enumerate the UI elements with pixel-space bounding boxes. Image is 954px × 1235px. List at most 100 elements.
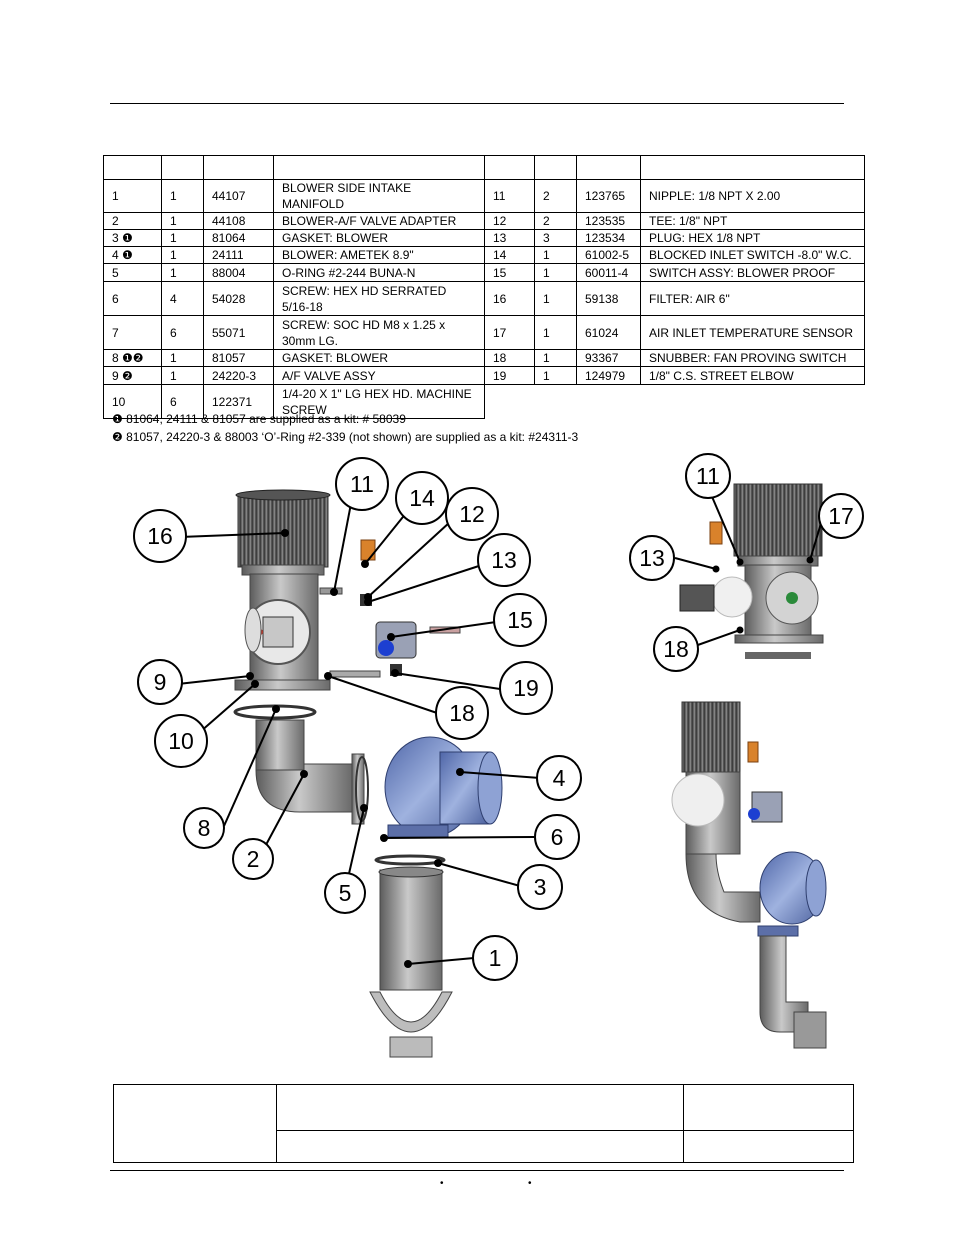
- table-cell: 1: [161, 229, 204, 247]
- svg-text:11: 11: [696, 463, 720, 489]
- svg-text:9: 9: [154, 669, 167, 695]
- table-cell: 6: [103, 281, 162, 316]
- table-cell: 1: [161, 246, 204, 264]
- table-cell: A/F VALVE ASSY: [273, 366, 485, 385]
- svg-text:19: 19: [513, 675, 539, 701]
- table-cell: 1: [534, 315, 577, 350]
- table-cell: BLOWER-A/F VALVE ADAPTER: [273, 212, 485, 230]
- switch-14-part: [360, 539, 376, 561]
- table-cell: 14: [484, 246, 535, 264]
- table-cell: 3 ❶: [103, 229, 162, 247]
- title-block-cell: [113, 1084, 277, 1163]
- table-cell: GASKET: BLOWER: [273, 229, 485, 247]
- table-cell: 1: [161, 179, 204, 213]
- table-cell: BLOWER SIDE INTAKE MANIFOLD: [273, 179, 485, 213]
- table-cell: 123765: [576, 179, 641, 213]
- callout-small-11: 11: [685, 453, 731, 499]
- table-cell: 1/8" C.S. STREET ELBOW: [640, 366, 865, 385]
- assembly-view-top: [674, 483, 824, 659]
- footer-rule: [110, 1170, 844, 1171]
- assembly-view-bottom: [671, 701, 827, 1049]
- svg-text:18: 18: [449, 700, 475, 726]
- table-cell: 9 ❷: [103, 366, 162, 385]
- svg-text:15: 15: [507, 607, 533, 633]
- table-cell: 1: [161, 366, 204, 385]
- svg-text:6: 6: [551, 824, 564, 850]
- callout-13: 13: [477, 533, 531, 587]
- table-cell: 4 ❶: [103, 246, 162, 264]
- header-cell: [161, 155, 204, 180]
- header-cell: [534, 155, 577, 180]
- table-cell: 1: [534, 246, 577, 264]
- table-cell: 55071: [203, 315, 274, 350]
- callout-16: 16: [133, 509, 187, 563]
- table-cell: SCREW: HEX HD SERRATED 5/16-18: [273, 281, 485, 316]
- table-cell: 11: [484, 179, 535, 213]
- table-cell: BLOCKED INLET SWITCH -8.0" W.C.: [640, 246, 865, 264]
- table-cell: 60011-4: [576, 263, 641, 282]
- callout-2: 2: [232, 838, 274, 880]
- table-cell: FILTER: AIR 6": [640, 281, 865, 316]
- svg-text:10: 10: [168, 728, 194, 754]
- svg-text:5: 5: [339, 880, 352, 906]
- svg-text:16: 16: [147, 523, 173, 549]
- empty-cell: [485, 385, 535, 419]
- table-cell: 44107: [203, 179, 274, 213]
- table-cell: 2: [534, 179, 577, 213]
- callout-6: 6: [534, 814, 580, 860]
- table-cell: 1: [534, 349, 577, 367]
- header-rule: [110, 103, 844, 104]
- kit-note-2: ❷ 81057, 24220-3 & 88003 ‘O’-Ring #2-339…: [112, 430, 579, 444]
- title-block-cell: [683, 1130, 854, 1163]
- callout-14: 14: [395, 471, 449, 525]
- table-cell: 8 ❶❷: [103, 349, 162, 367]
- table-cell: 54028: [203, 281, 274, 316]
- header-cell: [203, 155, 274, 180]
- svg-text:18: 18: [663, 636, 689, 662]
- svg-text:4: 4: [553, 765, 566, 791]
- blower-side-intake-manifold: [369, 866, 453, 1058]
- title-block-cell: [276, 1084, 684, 1131]
- table-cell: 93367: [576, 349, 641, 367]
- svg-text:3: 3: [534, 874, 547, 900]
- header-cell: [273, 155, 485, 180]
- table-cell: 5: [103, 263, 162, 282]
- svg-text:14: 14: [409, 485, 435, 511]
- table-cell: PLUG: HEX 1/8 NPT: [640, 229, 865, 247]
- table-cell: 6: [161, 315, 204, 350]
- table-cell: 6: [161, 384, 204, 419]
- table-cell: 7: [103, 315, 162, 350]
- table-cell: 124979: [576, 366, 641, 385]
- table-cell: 18: [484, 349, 535, 367]
- callout-small-17: 17: [818, 493, 864, 539]
- table-cell: 4: [161, 281, 204, 316]
- table-cell: 1: [534, 263, 577, 282]
- table-cell: 123534: [576, 229, 641, 247]
- table-cell: 1/4-20 X 1" LG HEX HD. MACHINE SCREW: [273, 384, 485, 419]
- table-cell: 123535: [576, 212, 641, 230]
- footer-bullet: •: [528, 1178, 532, 1189]
- svg-text:2: 2: [247, 846, 260, 872]
- callout-19: 19: [499, 661, 553, 715]
- svg-text:12: 12: [459, 501, 485, 527]
- table-cell: 10: [103, 384, 162, 419]
- callout-10: 10: [154, 714, 208, 768]
- header-cell: [640, 155, 865, 180]
- table-cell: 81064: [203, 229, 274, 247]
- table-cell: SCREW: SOC HD M8 x 1.25 x 30mm LG.: [273, 315, 485, 350]
- title-block: [113, 1084, 854, 1163]
- table-cell: 16: [484, 281, 535, 316]
- table-cell: 1: [534, 366, 577, 385]
- svg-text:13: 13: [491, 547, 517, 573]
- callout-3: 3: [517, 864, 563, 910]
- kit-note-1: ❶ 81064, 24111 & 81057 are supplied as a…: [112, 412, 406, 426]
- table-cell: 13: [484, 229, 535, 247]
- svg-text:17: 17: [828, 503, 854, 529]
